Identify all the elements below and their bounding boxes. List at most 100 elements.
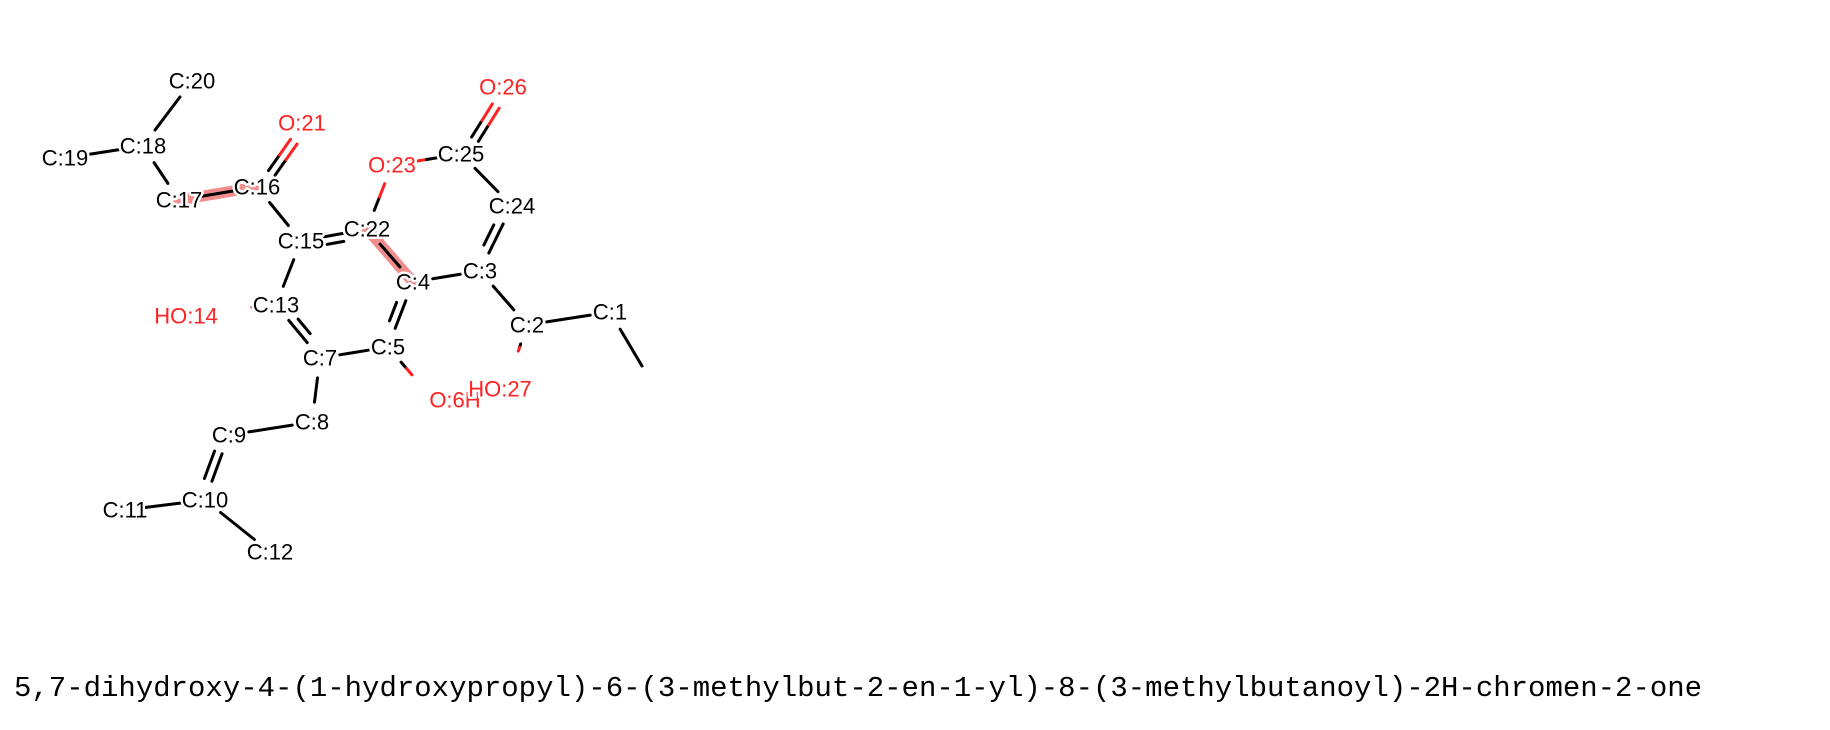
atom-label-text: C:24: [489, 194, 535, 219]
bond-C25-O26-second: [487, 106, 501, 127]
bond-C9-C10: [210, 466, 219, 483]
atom-label-text: C:7: [303, 346, 337, 371]
bond-C9-C10-second: [207, 449, 217, 467]
atom-label-C9: C:9C:9: [209, 420, 248, 450]
atom-label-halo: C:16: [234, 175, 280, 200]
atom-label-halo: C:25: [438, 142, 484, 167]
atom-label-text: C:22: [344, 217, 390, 242]
atom-label-C20: C:20C:20: [166, 66, 217, 96]
atom-label-C10: C:10C:10: [179, 485, 230, 515]
atom-label-text: O:23: [368, 153, 416, 178]
bond-C3-C4: [445, 272, 462, 278]
bond-C2-C3: [491, 284, 505, 300]
atom-label-halo: C:20: [169, 69, 215, 94]
bond-O23-C25: [425, 155, 443, 161]
bond-C7-C13: [287, 318, 300, 333]
bond-O23-C25: [410, 158, 428, 164]
atom-label-C11: C:11C:11: [100, 495, 150, 525]
atom-label-C2: C:2C:2: [507, 310, 546, 340]
atom-label-halo: C:10: [182, 488, 228, 513]
bond-C2-O27: [516, 346, 521, 353]
atom-label-halo: O:26: [479, 75, 527, 100]
bond-C17-C18: [159, 171, 170, 185]
bond-layer: [83, 95, 644, 542]
atom-label-halo: C:3: [463, 259, 497, 284]
atom-label-C5: C:5C:5: [368, 332, 407, 362]
bond-C16-O21: [278, 137, 292, 157]
bond-C5-C7: [352, 348, 370, 354]
atom-label-C13: C:13C:13: [250, 290, 301, 320]
atom-label-halo: C:22: [344, 217, 390, 242]
bond-C3-C24-second: [482, 233, 491, 247]
bond-C13-C15: [287, 258, 296, 275]
atom-label-halo: C:2: [510, 313, 544, 338]
bond-C24-C25: [485, 178, 500, 194]
atom-label-C16: C:16C:16: [231, 172, 282, 202]
bond-C4-C22: [388, 254, 402, 269]
bond-C9-C10-second: [202, 463, 211, 480]
atom-label-halo: C:17: [156, 188, 202, 213]
atom-label-text: C:1: [593, 300, 627, 325]
atom-label-C18: C:18C:18: [117, 131, 168, 161]
atom-label-text: C:2: [510, 313, 544, 338]
bond-C3-C24: [487, 237, 498, 255]
bond-C3-C4: [431, 275, 448, 281]
atom-label-text: C:3: [463, 259, 497, 284]
bond-C7-C13-second: [302, 324, 312, 336]
atom-label-O6: O:6HO:6H: [427, 385, 483, 415]
bond-C7-C8: [314, 376, 320, 392]
atom-label-O23: O:23O:23: [366, 150, 419, 180]
molecule-iupac-name: 5,7-dihydroxy-4-(1-hydroxypropyl)-6-(3-m…: [14, 672, 1703, 705]
atom-label-halo: C:5: [371, 335, 405, 360]
atom-label-text: C:15: [278, 229, 324, 254]
atom-label-C7: C:7C:7: [300, 343, 339, 373]
atom-label-halo: C:1: [593, 300, 627, 325]
atom-label-C4: C:4C:4: [393, 267, 432, 297]
atom-label-C3: C:3C:3: [460, 256, 499, 286]
atom-label-text: C:5: [371, 335, 405, 360]
atom-label-C17: C:17C:17: [153, 185, 204, 215]
bond-C3-C24-second: [487, 223, 496, 237]
bond-C4-C5-second: [388, 310, 395, 323]
bond-C16-C17: [216, 188, 239, 195]
bond-C8-C9: [269, 423, 294, 430]
atom-label-halo: HO:27: [468, 377, 532, 402]
atom-label-text: HO:27: [468, 377, 532, 402]
bond-C9-C10: [215, 452, 224, 469]
bond-C16-O21-second: [284, 142, 299, 162]
bond-C4-C5-second: [391, 300, 399, 314]
bond-C25-O26-second: [476, 123, 491, 143]
atom-label-halo: HO:14: [154, 304, 218, 329]
bond-C4-C5: [393, 313, 402, 330]
atom-label-halo: C:11: [103, 498, 148, 523]
bond-C1-terminal: [618, 327, 644, 368]
atom-label-C22: C:22C:22: [341, 214, 392, 244]
bond-C7-C8: [312, 388, 318, 404]
bond-C4-C22: [378, 242, 392, 257]
atom-label-text: C:17: [156, 188, 202, 213]
bond-C22-O23: [372, 195, 381, 212]
atom-label-halo: O:21: [278, 111, 326, 136]
bond-C2-C3: [502, 296, 516, 312]
atom-label-text: C:13: [253, 293, 299, 318]
bond-C17-C18: [152, 161, 163, 175]
molecule-structure: C:1C:1C:2C:2C:3C:3C:4C:4C:5C:5O:6HO:6HC:…: [41, 66, 644, 565]
bond-C15-C16: [268, 201, 281, 216]
bond-C10-C11: [143, 503, 167, 510]
bond-C18-C19: [102, 147, 125, 154]
bond-C18-C19: [83, 150, 106, 157]
bond-C16-O21: [267, 153, 281, 173]
bond-C10-C11: [163, 500, 187, 507]
atom-label-halo: C:18: [120, 134, 166, 159]
bond-C7-C13: [296, 330, 309, 345]
atom-label-text: C:25: [438, 142, 484, 167]
bond-C7-C13-second: [296, 317, 306, 328]
atom-label-text: C:12: [247, 540, 293, 565]
bond-C15-C16: [277, 212, 290, 227]
atom-label-halo: C:8: [295, 410, 329, 435]
atom-label-C15: C:15C:15: [275, 226, 326, 256]
atom-label-text: C:19: [42, 146, 88, 171]
atom-label-halo: C:12: [247, 540, 293, 565]
